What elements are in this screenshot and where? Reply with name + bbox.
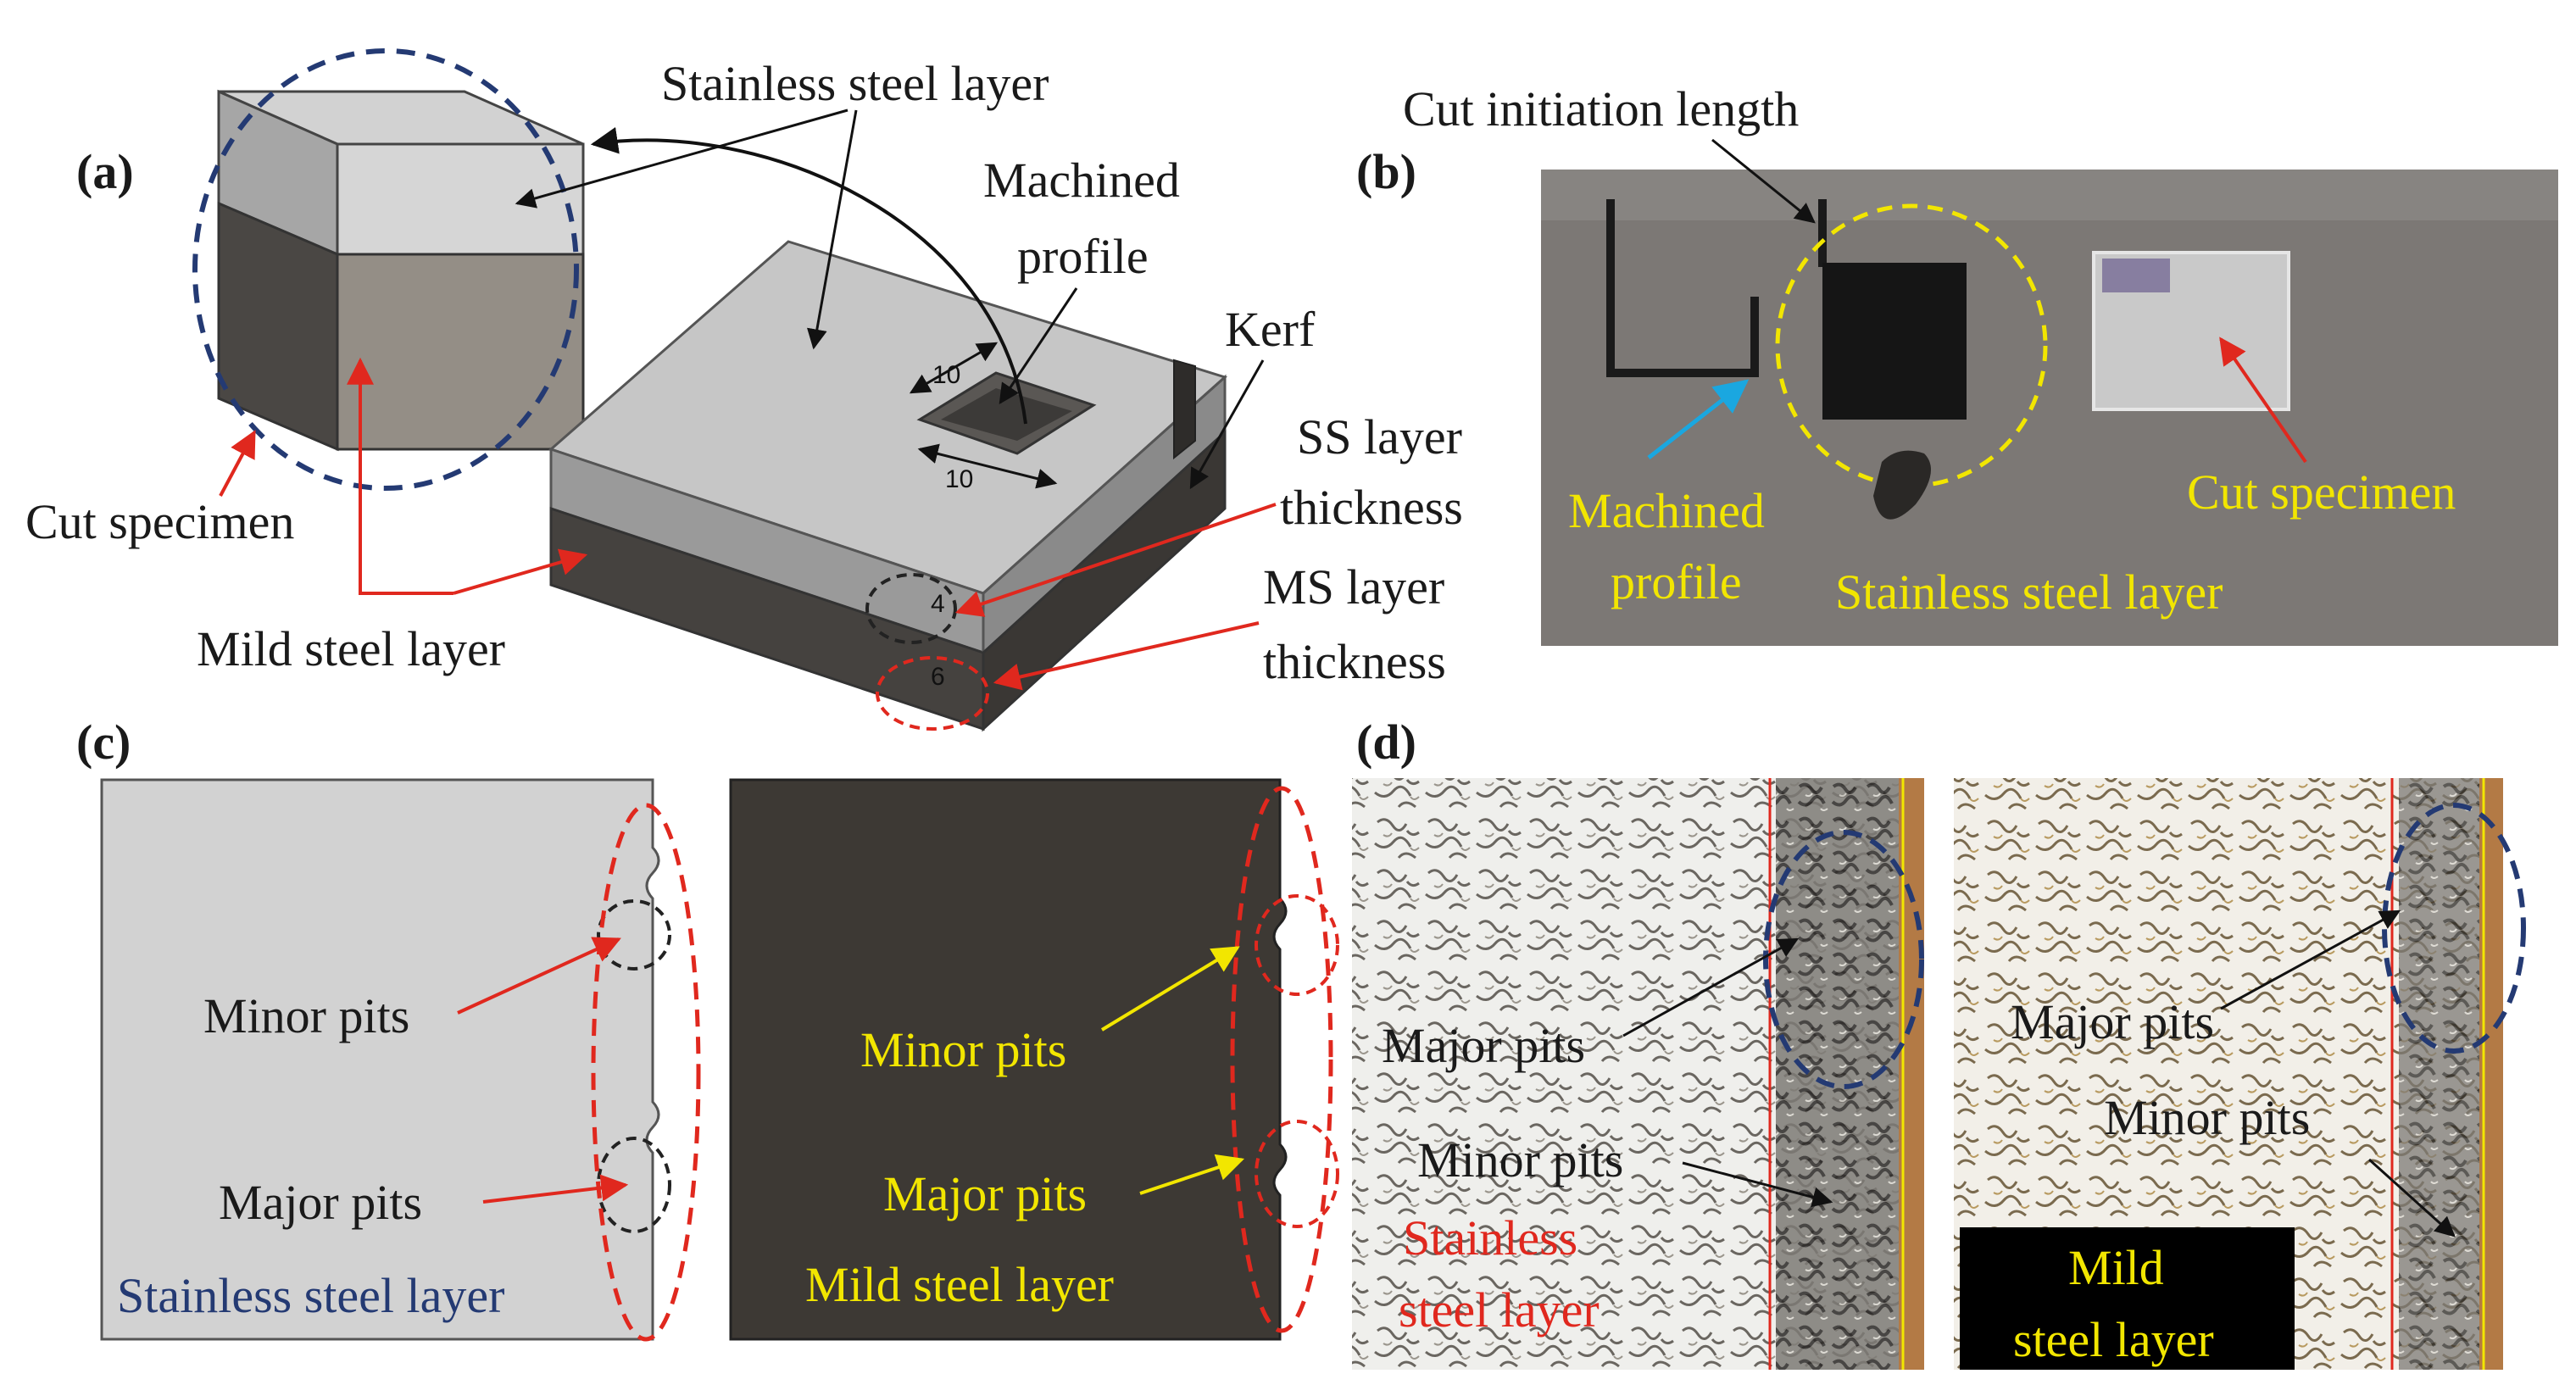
kerf-slit <box>1173 359 1196 460</box>
ss-major-pits-circle <box>597 1137 671 1233</box>
label-ms-thickness-2: thickness <box>1263 634 1446 689</box>
cut-specimen-cube <box>217 89 585 452</box>
cut-hole <box>1822 263 1967 420</box>
arrow-c-ss-major <box>482 1174 629 1204</box>
dim-bottom: 10 <box>945 465 973 493</box>
c-ss-minor-pits: Minor pits <box>203 988 409 1043</box>
cube-right-ms <box>336 253 585 451</box>
label-stainless-steel-b: Stainless steel layer <box>1835 565 2223 620</box>
arrow-d-ss-minor <box>1682 1161 1833 1208</box>
workpiece-block <box>548 240 1227 732</box>
ms-edge-circle <box>1230 786 1333 1333</box>
d-ms-label-box <box>1960 1227 2295 1370</box>
arrow-machined-profile-b <box>1647 379 1750 459</box>
block-right-ms <box>982 429 1227 732</box>
cut-specimen-photo-mark <box>2102 259 2170 292</box>
label-ss-thickness-2: thickness <box>1280 480 1463 535</box>
ss-minor-pits-circle <box>597 899 671 971</box>
arrow-d-ms-minor <box>2367 1158 2456 1237</box>
label-machined-profile-b1: Machined <box>1568 483 1765 538</box>
label-stainless-steel-layer: Stainless steel layer <box>661 56 1049 111</box>
panel-c-letter: (c) <box>76 715 131 770</box>
label-ms-thickness-1: MS layer <box>1263 559 1444 615</box>
label-machined-profile-2: profile <box>1017 229 1149 284</box>
d-ss-layer-2: steel layer <box>1399 1282 1600 1338</box>
d-ss-layer-1: Stainless <box>1403 1210 1577 1265</box>
machined-slot-l <box>1606 199 1759 377</box>
c-ms-minor-pits: Minor pits <box>860 1022 1066 1077</box>
panel-d-letter: (d) <box>1356 715 1416 770</box>
arrow-c-ss-minor <box>457 937 621 1015</box>
machined-pocket-floor <box>941 388 1072 441</box>
ss-edge-circle <box>591 803 701 1342</box>
c-ss-major-pits: Major pits <box>219 1175 422 1230</box>
cube-highlight-circle <box>192 48 579 491</box>
label-cut-specimen-a: Cut specimen <box>25 494 294 549</box>
label-kerf: Kerf <box>1225 302 1316 357</box>
d-ss-major-pits: Major pits <box>1382 1018 1585 1073</box>
dim-top: 10 <box>932 361 960 389</box>
d-ss-minor-pits: Minor pits <box>1417 1132 1623 1187</box>
label-cut-specimen-b: Cut specimen <box>2187 464 2456 520</box>
dim-ss: 4 <box>931 590 945 618</box>
d-ss-major-circle <box>1763 830 1924 1089</box>
stainless-chip <box>1873 450 1931 520</box>
arrow-ms-thickness <box>993 621 1260 691</box>
ms-section <box>729 778 1288 1341</box>
d-ms-layer-1: Mild <box>2068 1240 2164 1295</box>
arrow-c-ms-major <box>1139 1154 1245 1195</box>
c-ss-layer: Stainless steel layer <box>117 1268 504 1323</box>
arrow-c-ms-minor <box>1100 946 1240 1032</box>
arrow-machined-profile <box>999 287 1078 404</box>
ms-thickness-circle <box>876 656 989 731</box>
ms-minor-pits-circle <box>1255 894 1339 996</box>
arrow-ss-to-block <box>806 109 858 350</box>
arrow-ms-to-cube <box>347 357 453 595</box>
c-ms-major-pits: Major pits <box>883 1166 1087 1221</box>
arrow-cut-specimen <box>219 430 256 497</box>
ss-section <box>100 778 660 1341</box>
panel-a-letter: (a) <box>76 144 134 199</box>
photo-b-sheen <box>1541 170 2558 220</box>
arrow-cut-specimen-b <box>2219 336 2307 464</box>
dim-ms: 6 <box>931 663 945 691</box>
dim-line-bottom <box>917 443 1058 489</box>
arrow-curve-block-to-cube <box>590 126 1027 425</box>
d-ms-major-pits: Major pits <box>2011 994 2214 1049</box>
label-machined-profile-b2: profile <box>1611 554 1742 609</box>
label-mild-steel-layer-a: Mild steel layer <box>197 621 505 676</box>
d-ms-layer-2: steel layer <box>2013 1312 2214 1367</box>
arrow-ss-to-cube <box>515 108 848 209</box>
c-ms-layer: Mild steel layer <box>805 1257 1114 1312</box>
arrow-d-ms-major <box>2220 909 2401 1010</box>
cube-right-ss <box>336 142 585 256</box>
arrow-d-ss-major <box>1622 937 1800 1037</box>
d-ms-minor-pits: Minor pits <box>2104 1090 2310 1145</box>
label-ss-thickness-1: SS layer <box>1297 409 1462 464</box>
label-machined-profile-1: Machined <box>983 153 1180 208</box>
ms-major-pits-circle <box>1255 1120 1339 1228</box>
micrograph-ms-edge-zone <box>2399 778 2479 1370</box>
d-ms-major-circle <box>2382 803 2526 1054</box>
arrow-kerf <box>1189 359 1265 490</box>
arrow-ss-thickness <box>954 503 1277 617</box>
panel-b-letter: (b) <box>1356 144 1416 199</box>
dim-line-top <box>909 342 999 394</box>
micrograph-ss-edge-zone <box>1776 778 1911 1370</box>
cut-specimen-photo <box>2092 251 2290 411</box>
arrow-ms-to-block <box>453 548 588 595</box>
arrow-cut-initiation <box>1711 138 1816 224</box>
label-cut-initiation: Cut initiation length <box>1403 81 1799 136</box>
